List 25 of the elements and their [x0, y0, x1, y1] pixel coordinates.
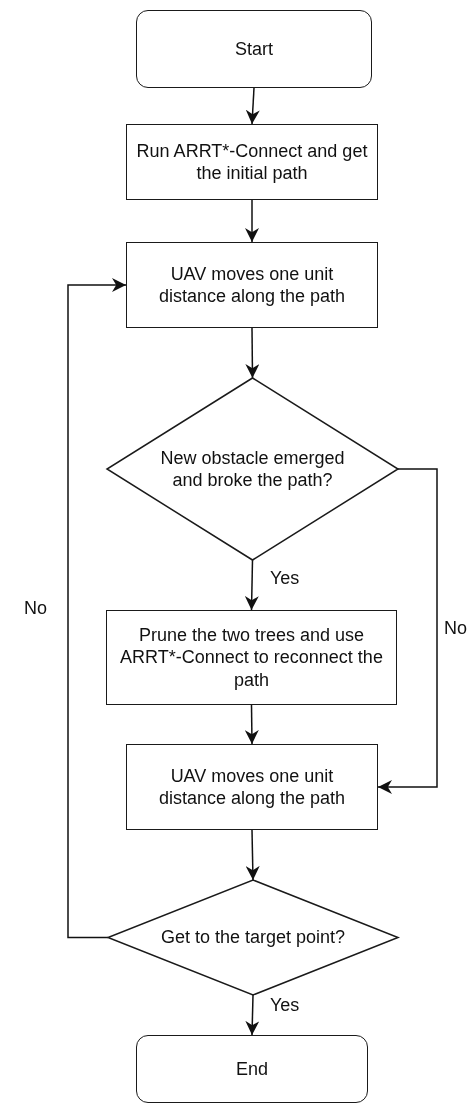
decision-diamond — [108, 880, 398, 995]
arrow — [245, 994, 260, 1036]
node-label: Get to the target point? — [160, 926, 346, 949]
arrow — [245, 87, 260, 125]
process-box — [106, 610, 397, 705]
node-label: Prune the two trees and use ARRT*-Connect to reconnect the path — [119, 623, 384, 692]
node-label: Start — [235, 37, 273, 61]
arrow — [244, 559, 259, 611]
node-label: UAV moves one unit distance along the path — [157, 764, 347, 810]
terminal-box — [136, 10, 372, 88]
arrow — [245, 199, 259, 243]
node-label: UAV moves one unit distance along the path — [157, 262, 347, 308]
arrow — [377, 468, 438, 794]
node-label: End — [236, 1057, 268, 1081]
process-box — [126, 242, 378, 328]
arrow — [245, 829, 260, 881]
decision-diamond — [107, 378, 398, 560]
arrow — [245, 327, 260, 379]
terminal-box — [136, 1035, 368, 1103]
arrow — [244, 704, 259, 745]
process-box — [126, 124, 378, 200]
node-label: New obstacle emerged and broke the path? — [159, 446, 346, 492]
arrow — [67, 278, 127, 939]
process-box — [126, 744, 378, 830]
node-label: Run ARRT*-Connect and get the initial path — [135, 139, 369, 185]
